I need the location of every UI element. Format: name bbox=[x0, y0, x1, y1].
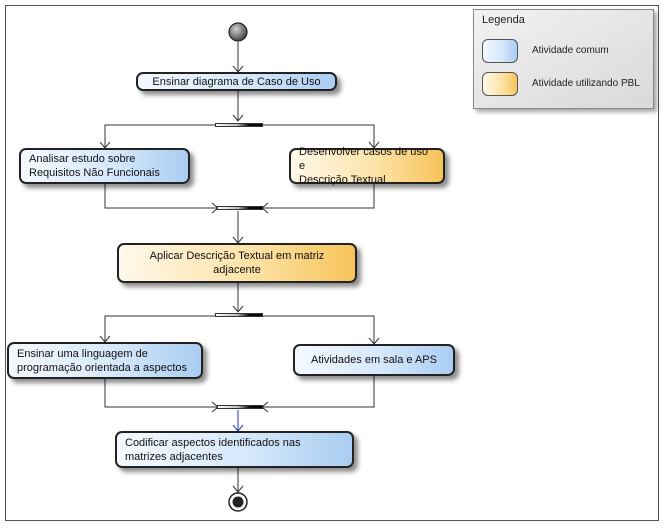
fork-bar-2 bbox=[215, 313, 263, 317]
activity-label: Aplicar Descrição Textual em matriz adja… bbox=[149, 250, 325, 276]
activity-label: Ensinar diagrama de Caso de Uso bbox=[152, 75, 321, 88]
activity-label-line2: Requisitos Não Funcionais bbox=[29, 167, 160, 179]
arrowhead bbox=[232, 485, 244, 493]
activity-label-line2: programação orientada a aspectos bbox=[17, 361, 187, 374]
activity-ensinar-caso-uso[interactable]: Ensinar diagrama de Caso de Uso bbox=[136, 72, 337, 91]
initial-node bbox=[228, 22, 248, 42]
edge bbox=[262, 375, 375, 408]
join-bar-2 bbox=[217, 405, 263, 409]
edge bbox=[262, 315, 375, 344]
legend-label-common: Atividade comum bbox=[532, 45, 609, 56]
final-node-core bbox=[232, 496, 244, 508]
activity-ensinar-linguagem[interactable]: Ensinar uma linguagem de programação ori… bbox=[7, 342, 203, 379]
activity-label-line2: Descrição Textual bbox=[299, 174, 386, 186]
activity-label-line1: Analisar estudo sobre bbox=[29, 153, 136, 165]
fork-bar-1 bbox=[215, 123, 263, 127]
activity-aplicar-descricao[interactable]: Aplicar Descrição Textual em matriz adja… bbox=[117, 243, 357, 283]
legend-label-pbl: Atividade utilizando PBL bbox=[532, 78, 640, 89]
join-bar-1 bbox=[217, 206, 263, 210]
edge bbox=[104, 315, 215, 342]
activity-label: Atividades em sala e APS bbox=[311, 354, 437, 366]
activity-desenvolver-casos[interactable]: Desenvolver casos de uso e Descrição Tex… bbox=[289, 146, 445, 186]
activity-codificar-aspectos[interactable]: Codificar aspectos identificados nas mat… bbox=[115, 431, 354, 468]
arrowhead bbox=[232, 114, 244, 122]
activity-label-line1: Codificar aspectos identificados nas bbox=[125, 436, 301, 449]
legend-title: Legenda bbox=[482, 14, 525, 26]
edge bbox=[104, 378, 218, 408]
edge bbox=[104, 183, 218, 209]
arrowhead bbox=[232, 305, 244, 313]
activity-label-line1: Ensinar uma linguagem de bbox=[17, 347, 148, 360]
activity-label-line2: matrizes adjacentes bbox=[125, 450, 223, 463]
legend: Legenda Atividade comum Atividade utiliz… bbox=[473, 9, 654, 109]
activity-analisar-rnf[interactable]: Analisar estudo sobre Requisitos Não Fun… bbox=[19, 148, 190, 184]
edge bbox=[104, 124, 215, 148]
legend-swatch-common bbox=[482, 39, 518, 63]
legend-swatch-pbl bbox=[482, 72, 518, 96]
activity-atividades-sala[interactable]: Atividades em sala e APS bbox=[293, 344, 455, 376]
activity-label-line1: Desenvolver casos de uso e bbox=[299, 146, 429, 172]
edge bbox=[262, 183, 375, 209]
edge bbox=[262, 124, 375, 148]
